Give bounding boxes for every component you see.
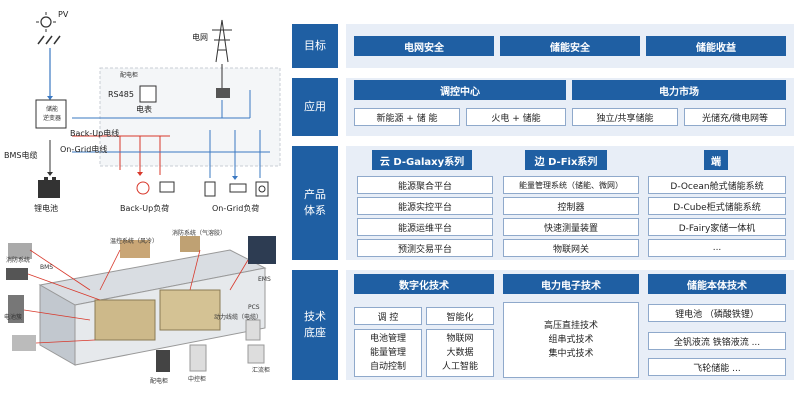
app-item: 火电 + 储能 xyxy=(466,108,566,126)
container-label: 汇流柜 xyxy=(252,367,271,374)
goal-item: 储能安全 xyxy=(500,36,640,56)
container-label: 消防系统（气溶胶） xyxy=(172,230,227,237)
product-title-end: 端 xyxy=(704,150,728,170)
tech-header: 储能本体技术 xyxy=(648,274,786,294)
product-title-edge: 边 D-Fix系列 xyxy=(525,150,607,170)
backup-line-label: Back-Up电线 xyxy=(70,129,120,138)
app-header: 电力市场 xyxy=(572,80,786,100)
product-item: D-Fairy家储一体机 xyxy=(648,218,786,236)
container-label: 配电柜 xyxy=(150,378,169,385)
tech-storage-item: 飞轮储能 ... xyxy=(648,358,786,376)
container-label: BMS xyxy=(40,264,54,271)
ongrid-load-label: On-Grid负荷 xyxy=(212,204,260,213)
solar-panel-icon xyxy=(37,35,61,45)
backup-load-label: Back-Up负荷 xyxy=(120,204,170,213)
product-item: 控制器 xyxy=(503,197,639,215)
container-label: 动力线缆（电缆） xyxy=(214,314,263,321)
tech-header: 电力电子技术 xyxy=(503,274,639,294)
product-item: D-Cube柜式储能系统 xyxy=(648,197,786,215)
app-header: 调控中心 xyxy=(354,80,566,100)
product-item: 快速测量装置 xyxy=(503,218,639,236)
container-label: 中控柜 xyxy=(188,376,207,383)
tech-digital-column: 物联网大数据人工智能 xyxy=(426,329,494,377)
product-item: ... xyxy=(648,239,786,257)
tech-digital-item: 调 控 xyxy=(354,307,422,325)
category-products: 产品 体系 xyxy=(292,146,338,260)
product-item: 预测交易平台 xyxy=(357,239,493,257)
battery-label: 锂电池 xyxy=(34,204,58,213)
category-tech: 技术 底座 xyxy=(292,270,338,380)
grid-tower-icon xyxy=(212,19,232,63)
tech-digital-column: 电池管理能量管理自动控制 xyxy=(354,329,422,377)
goal-item: 电网安全 xyxy=(354,36,494,56)
tech-digital-item: 智能化 xyxy=(426,307,494,325)
pv-label: PV xyxy=(58,10,69,19)
product-title-cloud: 云 D-Galaxy系列 xyxy=(372,150,472,170)
rs485-label: RS485 xyxy=(108,90,134,99)
container-label: PCS xyxy=(248,304,260,311)
app-item: 光储充/微电网等 xyxy=(684,108,786,126)
tech-power-column: 高压直挂技术组串式技术集中式技术 xyxy=(503,302,639,378)
container-label: EMS xyxy=(258,276,271,283)
tech-header: 数字化技术 xyxy=(354,274,494,294)
container-label: 电池簇 xyxy=(4,314,23,321)
product-item: 物联网关 xyxy=(503,239,639,257)
cabinet-tag: 配电柜 xyxy=(120,72,139,79)
product-item: 能源聚合平台 xyxy=(357,176,493,194)
container-label: 消防系统 xyxy=(6,257,31,264)
system-schematic: PV 电网 配电柜 RS485 电表 储能 逆变器 Back-Up电线 On-G… xyxy=(0,0,290,401)
sun-icon xyxy=(36,12,56,32)
product-item: D-Ocean舱式储能系统 xyxy=(648,176,786,194)
grid-label: 电网 xyxy=(192,33,208,42)
meter-label: 电表 xyxy=(136,105,152,114)
app-item: 新能源 + 储 能 xyxy=(354,108,460,126)
inverter-label: 储能 逆变器 xyxy=(42,106,61,122)
product-item: 能源运维平台 xyxy=(357,218,493,236)
product-item: 能量管理系统（储能、微网） xyxy=(503,176,639,194)
category-applications: 应用 xyxy=(292,78,338,136)
tech-storage-item: 全钒液流 铁铬液流 ... xyxy=(648,332,786,350)
container-label: 温控系统（风冷） xyxy=(110,238,159,245)
ongrid-line-label: On-Grid电线 xyxy=(60,145,108,154)
app-item: 独立/共享储能 xyxy=(572,108,678,126)
bms-line-label: BMS电缆 xyxy=(4,151,38,160)
product-item: 能源实控平台 xyxy=(357,197,493,215)
category-goals: 目标 xyxy=(292,24,338,68)
tech-storage-item: 锂电池 （磷酸铁锂） xyxy=(648,304,786,322)
goal-item: 储能收益 xyxy=(646,36,786,56)
schematic-lines xyxy=(6,12,281,372)
